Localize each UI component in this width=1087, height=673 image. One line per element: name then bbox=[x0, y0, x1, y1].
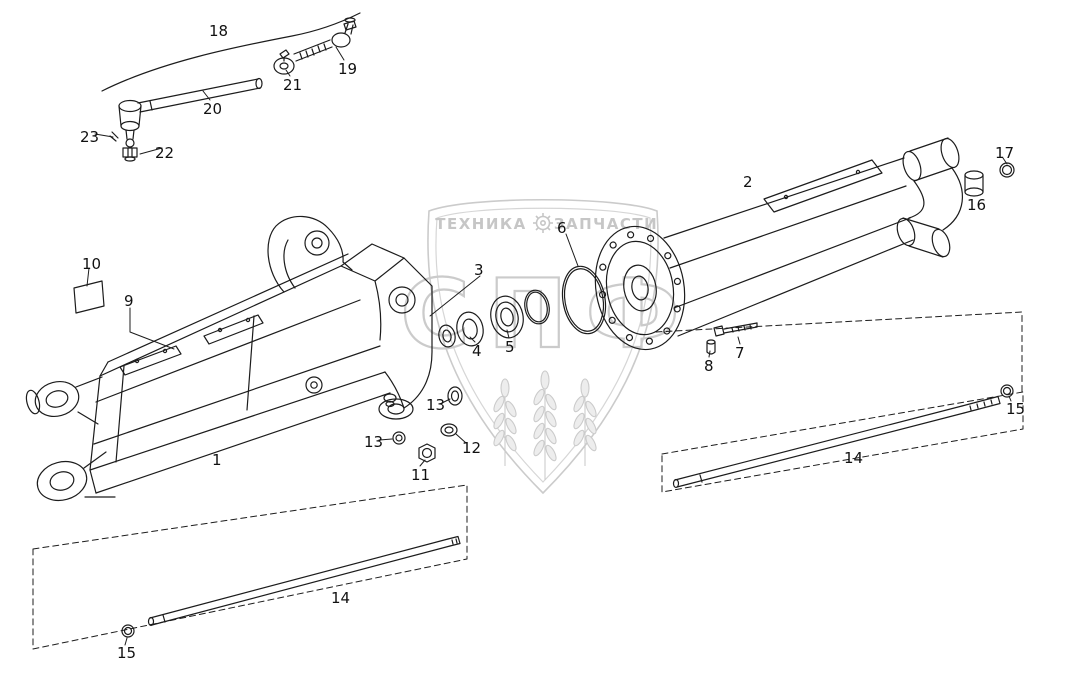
part-label-13-b: 13 bbox=[364, 433, 384, 451]
watermark-shield-outer bbox=[427, 198, 659, 495]
part-label-20: 20 bbox=[203, 100, 223, 118]
watermark: ТЕХНИКА ЗАПЧАСТИ СПФ bbox=[399, 198, 697, 495]
part-label-7: 7 bbox=[735, 344, 745, 362]
part-label-23: 23 bbox=[80, 128, 100, 146]
part-label-19: 19 bbox=[338, 60, 358, 78]
part-label-12: 12 bbox=[462, 439, 482, 457]
watermark-right-text: ЗАПЧАСТИ bbox=[554, 215, 658, 233]
bushing-and-ring bbox=[964, 162, 1015, 197]
part-label-5: 5 bbox=[505, 338, 515, 356]
wheat-ears-icon bbox=[493, 370, 597, 480]
part-label-16: 16 bbox=[967, 196, 987, 214]
axle-tube-right bbox=[594, 137, 964, 351]
part-label-15-a: 15 bbox=[1006, 400, 1026, 418]
axle-housing-left bbox=[25, 215, 433, 502]
small-fasteners bbox=[392, 386, 463, 463]
part-label-18: 18 bbox=[209, 22, 229, 40]
part-label-9: 9 bbox=[124, 292, 134, 310]
part-label-6: 6 bbox=[557, 219, 567, 237]
part-label-17: 17 bbox=[995, 144, 1015, 162]
part-label-15-b: 15 bbox=[117, 644, 137, 662]
part-label-2: 2 bbox=[743, 173, 753, 191]
part-label-11: 11 bbox=[411, 466, 431, 484]
watermark-shield-inner bbox=[435, 207, 652, 483]
part-label-14-b: 14 bbox=[331, 589, 351, 607]
part-label-22: 22 bbox=[155, 144, 175, 162]
part-label-8: 8 bbox=[704, 357, 714, 375]
part-label-3: 3 bbox=[474, 261, 484, 279]
gear-icon bbox=[533, 213, 553, 233]
part-label-4: 4 bbox=[472, 342, 482, 360]
part-label-21: 21 bbox=[283, 76, 303, 94]
part-label-1: 1 bbox=[212, 451, 222, 469]
tie-rod-assembly bbox=[101, 12, 361, 162]
watermark-monogram: СПФ bbox=[400, 260, 697, 370]
shim-plate bbox=[73, 280, 105, 314]
part-label-13-a: 13 bbox=[426, 396, 446, 414]
dashed-reference-lines bbox=[32, 311, 1024, 650]
bearing-stack bbox=[438, 265, 607, 348]
part-label-10: 10 bbox=[82, 255, 102, 273]
part-label-14-a: 14 bbox=[844, 449, 864, 467]
axle-shaft-right bbox=[672, 384, 1014, 489]
watermark-left-text: ТЕХНИКА bbox=[435, 215, 527, 233]
axle-shaft-left bbox=[121, 535, 461, 638]
leader-lines bbox=[86, 46, 1012, 646]
